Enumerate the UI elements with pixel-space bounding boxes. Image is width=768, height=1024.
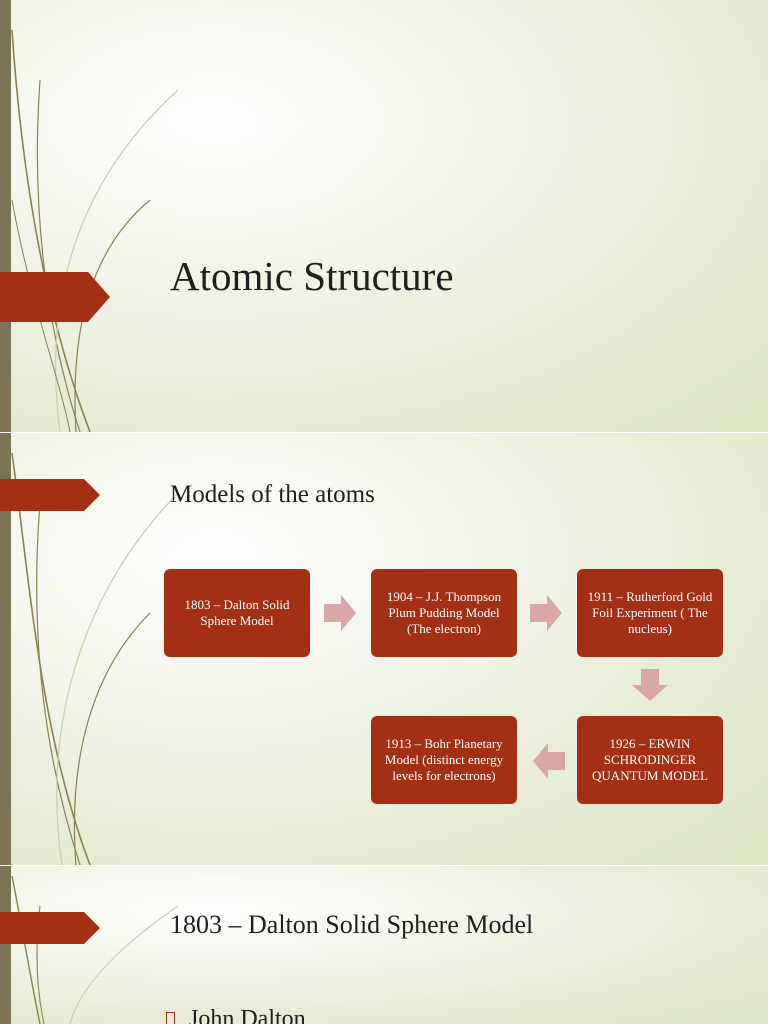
slide-heading: Models of the atoms: [170, 481, 375, 508]
decorative-swirls: [11, 29, 179, 432]
slide-dalton: 1803 – Dalton Solid Sphere Model John Da…: [0, 866, 768, 1024]
flow-box-rutherford: 1911 – Rutherford Gold Foil Experiment (…: [577, 569, 723, 657]
right-arrow-icon: [324, 595, 356, 631]
slide-models: Models of the atoms 1803 – Dalton Solid …: [0, 433, 768, 865]
flow-box-bohr: 1913 – Bohr Planetary Model (distinct en…: [371, 716, 517, 804]
side-bar: [0, 433, 11, 865]
pentagon-tab-icon: [0, 272, 110, 322]
square-bullet-icon: [166, 1012, 175, 1024]
slide-separator: [0, 432, 768, 433]
slide-separator: [0, 865, 768, 866]
flow-box-thompson: 1904 – J.J. Thompson Plum Pudding Model …: [371, 569, 517, 657]
bullet-item: John Dalton: [166, 1006, 306, 1024]
side-bar: [0, 866, 11, 1024]
down-arrow-icon: [632, 669, 668, 701]
side-bar: [0, 0, 11, 432]
pentagon-tab-icon: [0, 479, 100, 511]
slide-heading: 1803 – Dalton Solid Sphere Model: [170, 910, 534, 939]
flow-box-schrodinger: 1926 – ERWIN SCHRODINGER QUANTUM MODEL: [577, 716, 723, 804]
right-arrow-icon: [530, 595, 562, 631]
slide-title-text: Atomic Structure: [170, 253, 454, 299]
bullet-text: John Dalton: [189, 1006, 306, 1024]
left-arrow-icon: [533, 743, 565, 779]
flow-box-dalton: 1803 – Dalton Solid Sphere Model: [164, 569, 310, 657]
pentagon-tab-icon: [0, 912, 100, 944]
slide-title: Atomic Structure: [0, 0, 768, 432]
decorative-swirls: [11, 875, 179, 1024]
